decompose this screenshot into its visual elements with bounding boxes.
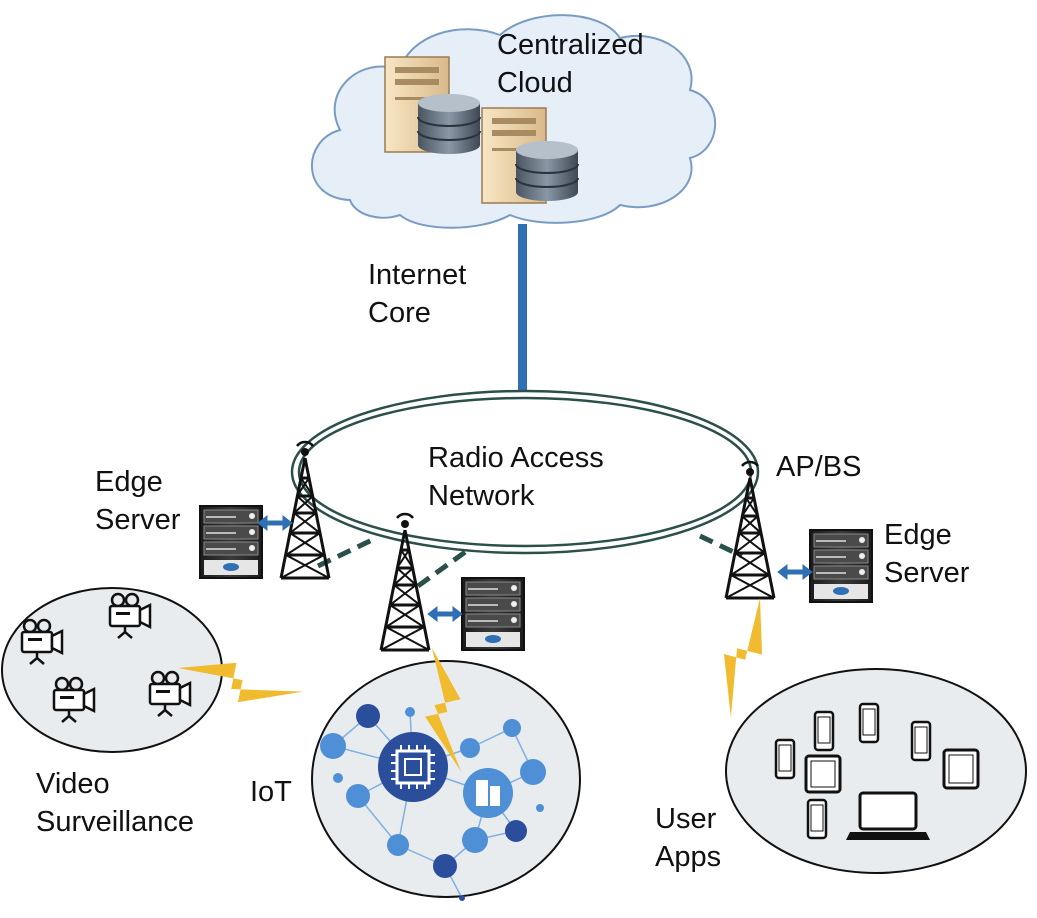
user-apps-area — [725, 668, 1027, 874]
rack-server-icon — [461, 577, 525, 651]
internet-core-link — [518, 224, 527, 392]
database-icon — [515, 140, 579, 202]
iot-label: IoT — [250, 776, 292, 808]
smartphone-icon — [774, 738, 796, 780]
smartphone-icon — [806, 798, 828, 840]
building-icon — [463, 768, 513, 818]
chip-icon — [378, 732, 448, 802]
internet-core-label: Internet Core — [368, 259, 467, 329]
ap-bs-label: AP/BS — [776, 451, 862, 483]
iot-nodes — [320, 704, 546, 901]
smartphone-icon — [858, 702, 880, 744]
user-apps-label: User Apps — [655, 803, 722, 873]
laptop-icon — [846, 791, 930, 840]
cloud-label: Centralized Cloud — [497, 29, 644, 99]
video-surveillance-label: Video Surveillance — [36, 768, 194, 838]
rack-server-icon — [809, 529, 873, 603]
database-icon — [417, 93, 481, 155]
edge-server-right-label: Edge Server — [884, 519, 970, 589]
server-link-arrows — [257, 514, 813, 623]
edge-server-left-label: Edge Server — [95, 466, 181, 536]
tablet-icon — [804, 748, 980, 794]
smartphone-icon — [813, 710, 835, 752]
ran-label: Radio Access Network — [428, 442, 604, 512]
smartphone-icon — [910, 720, 932, 762]
rack-server-icon — [199, 505, 263, 579]
